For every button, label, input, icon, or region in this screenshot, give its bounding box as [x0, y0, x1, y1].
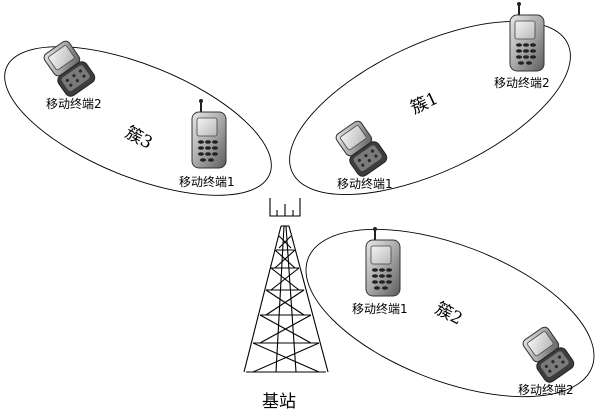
base-station-tower-icon: [243, 198, 329, 373]
cluster-2-boundary: [305, 228, 595, 398]
cluster-3-boundary: [4, 46, 272, 196]
cluster-label: 簇2: [432, 299, 466, 330]
bar-phone-icon: [509, 1, 545, 72]
base-station-label: 基站: [262, 392, 296, 412]
cluster-1: 移动终端1 簇1 移动终端2: [289, 1, 571, 196]
bar-phone-icon: [365, 226, 401, 297]
flip-phone-icon: [332, 117, 390, 180]
cluster-3: 移动终端2 簇3 移动终端1: [4, 37, 272, 196]
flip-phone-icon: [519, 323, 577, 386]
bar-phone-icon: [191, 98, 227, 169]
terminal-label: 移动终端2: [518, 382, 574, 397]
cluster-label: 簇3: [122, 123, 156, 154]
terminal-label: 移动终端2: [46, 96, 102, 111]
terminal-label: 移动终端2: [494, 75, 550, 90]
cluster-label: 簇1: [408, 89, 442, 119]
cluster-1-boundary: [289, 20, 571, 196]
terminal-label: 移动终端1: [179, 174, 235, 189]
cluster-2: 移动终端1 簇2 移动终端2: [305, 226, 595, 398]
terminal-label: 移动终端1: [337, 176, 393, 191]
terminal-label: 移动终端1: [352, 301, 408, 316]
